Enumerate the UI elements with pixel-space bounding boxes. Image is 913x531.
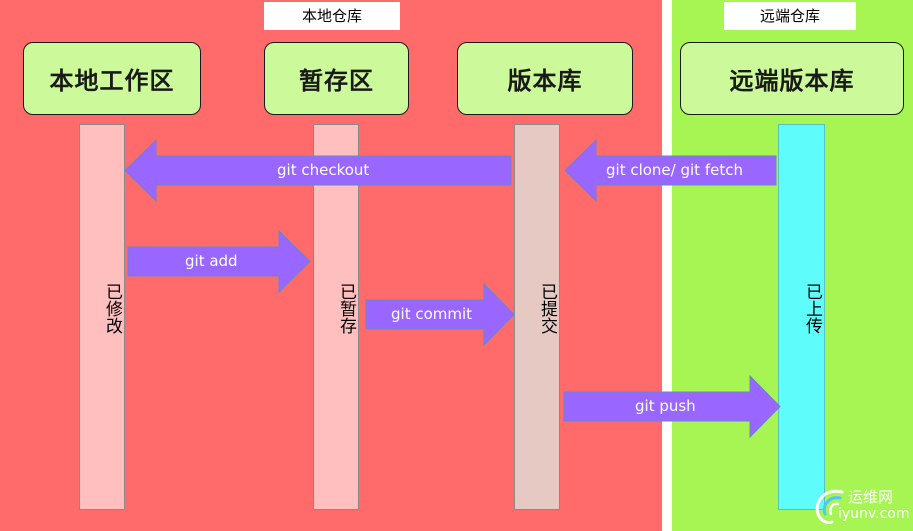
git-add-label: git add: [185, 252, 238, 270]
watermark-cn-text: 运维网: [848, 488, 894, 506]
committed-state-bar: 已提交: [514, 124, 560, 510]
git-commit-label: git commit: [391, 305, 473, 323]
local-repository-label: 本地仓库: [264, 2, 400, 30]
modified-state-bar: 已修改: [79, 124, 125, 510]
git-push-arrow: git push: [563, 375, 781, 438]
modified-state-label: 已修改: [102, 283, 122, 334]
watermark-en-text: iyunv.com: [838, 506, 910, 522]
staged-state-label: 已暂存: [336, 283, 356, 334]
swirl-logo-icon: [815, 489, 844, 524]
remote-repository-box: 远端版本库: [680, 42, 904, 115]
git-add-arrow: git add: [127, 230, 311, 293]
remote-repository-label: 远端仓库: [724, 2, 856, 30]
pushed-state-bar: 已上传: [778, 124, 825, 510]
pushed-state-label: 已上传: [802, 283, 822, 334]
git-commit-arrow: git commit: [365, 283, 515, 346]
git-clone-fetch-arrow: git clone/ git fetch: [564, 139, 777, 202]
git-push-label: git push: [635, 397, 696, 415]
local-repository-box: 版本库: [457, 42, 633, 115]
git-clone-fetch-label: git clone/ git fetch: [606, 161, 743, 179]
committed-state-label: 已提交: [537, 283, 557, 334]
staging-area-box: 暂存区: [264, 42, 409, 115]
git-checkout-arrow: git checkout: [124, 139, 512, 202]
working-directory-box: 本地工作区: [23, 42, 201, 115]
watermark: 运维网 iyunv.com: [812, 482, 912, 528]
git-checkout-label: git checkout: [277, 161, 370, 179]
staged-state-bar: 已暂存: [313, 124, 359, 510]
